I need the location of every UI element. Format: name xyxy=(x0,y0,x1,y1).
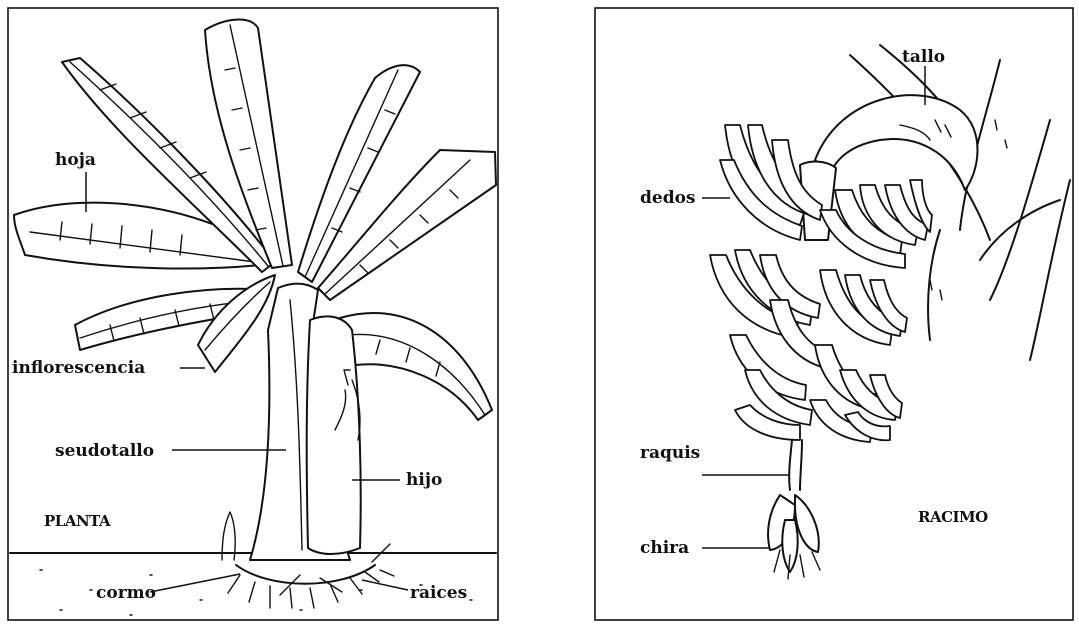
caption-planta: PLANTA xyxy=(44,512,111,530)
label-cormo: cormo xyxy=(96,583,156,603)
label-hijo: hijo xyxy=(406,470,442,490)
leader-raices xyxy=(362,580,408,590)
sucker xyxy=(307,316,361,554)
bunch-panel: tallo dedos raquis RACIMO chira xyxy=(595,8,1073,620)
label-raices: raices xyxy=(410,583,467,603)
label-chira: chira xyxy=(640,538,689,558)
rachis-and-bud xyxy=(768,440,820,579)
leader-cormo xyxy=(150,574,240,592)
caption-racimo: RACIMO xyxy=(918,508,988,526)
label-seudotallo: seudotallo xyxy=(55,441,154,461)
label-dedos: dedos xyxy=(640,188,696,208)
label-inflorescencia: inflorescencia xyxy=(12,358,145,378)
label-tallo: tallo xyxy=(902,47,945,67)
label-hoja: hoja xyxy=(55,150,96,170)
plant-panel: hoja inflorescencia seudotallo hijo PLAN… xyxy=(8,8,498,620)
bunch-panel-frame xyxy=(595,8,1073,620)
label-raquis: raquis xyxy=(640,443,700,463)
